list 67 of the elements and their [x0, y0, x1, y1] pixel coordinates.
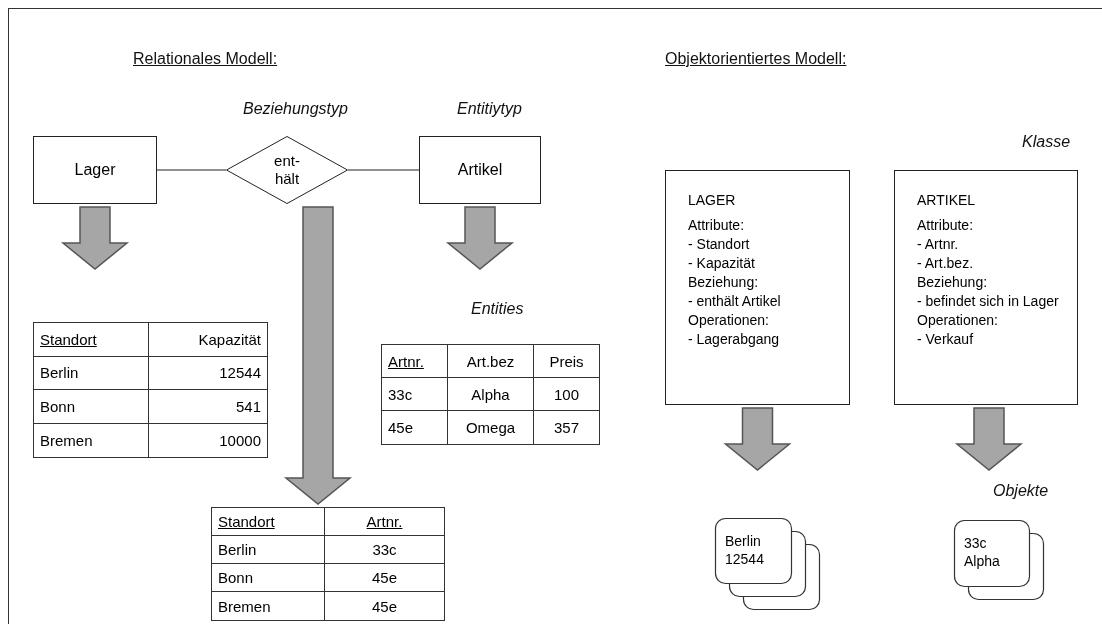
class-text: Beziehung: — [688, 273, 760, 292]
header-cell: Standort — [34, 323, 149, 357]
class-box — [894, 170, 1078, 405]
header-cell: Kapazität — [149, 323, 267, 357]
annotation-label: Entities — [471, 300, 524, 318]
header-cell: Artnr. — [382, 345, 448, 378]
block-arrow — [954, 407, 1024, 471]
table-cell: 45e — [325, 564, 444, 592]
table-cell: 33c — [382, 378, 448, 411]
connector-line — [347, 169, 420, 171]
section-heading: Objektorientiertes Modell: — [665, 50, 847, 68]
class-box — [665, 170, 850, 405]
object-value: Berlin — [725, 532, 762, 550]
data-table — [33, 322, 268, 458]
connector-line — [156, 169, 227, 171]
entity-box — [33, 136, 157, 204]
table-cell: Berlin — [34, 356, 149, 390]
class-text: - Art.bez. — [917, 254, 975, 273]
table-cell-text: 45e — [371, 596, 398, 617]
block-arrow — [283, 206, 353, 505]
class-text: Operationen: — [688, 311, 770, 330]
header-cell: Preis — [534, 345, 599, 378]
table-cell: Bonn — [34, 390, 149, 424]
class-text: - Standort — [688, 235, 751, 254]
table-cell: 12544 — [149, 356, 267, 390]
class-text: Attribute: — [688, 216, 746, 235]
table-cell: Berlin — [212, 536, 325, 564]
table-cell: Bremen — [212, 592, 325, 620]
relationship-name: ent- hält — [273, 152, 301, 188]
class-text: - enthält Artikel — [688, 292, 782, 311]
class-text: Beziehung: — [917, 273, 989, 292]
header-cell: Artnr. — [325, 508, 444, 536]
class-text: Operationen: — [917, 311, 999, 330]
table-cell: 100 — [534, 378, 599, 411]
header-cell: Standort — [212, 508, 325, 536]
table-cell: 45e — [382, 411, 448, 444]
table-cell: 541 — [149, 390, 267, 424]
class-text: - Verkauf — [917, 330, 975, 349]
table-cell-text: 357 — [553, 418, 580, 438]
table-cell: Alpha — [448, 378, 534, 411]
entity-name: Lager — [74, 161, 116, 179]
block-arrow — [723, 407, 792, 471]
header-cell: Art.bez — [448, 345, 534, 378]
table-cell: Bremen — [34, 423, 149, 457]
class-text: - Lagerabgang — [688, 330, 781, 349]
annotation-label: Entitiytyp — [457, 100, 522, 118]
table-cell: Omega — [448, 411, 534, 444]
annotation-label: Beziehungstyp — [243, 100, 348, 118]
table-cell: 33c — [325, 536, 444, 564]
object-value: 12544 — [725, 550, 764, 568]
data-table — [381, 344, 600, 445]
class-text: Attribute: — [917, 216, 975, 235]
entity-name: Artikel — [457, 161, 503, 179]
block-arrow — [60, 206, 130, 270]
data-table — [211, 507, 445, 621]
table-cell: Bonn — [212, 564, 325, 592]
entity-box — [419, 136, 541, 204]
class-name: ARTIKEL — [917, 191, 977, 210]
table-cell-text: 10000 — [218, 430, 262, 451]
class-text: - Artnr. — [917, 235, 960, 254]
annotation-label: Objekte — [993, 482, 1049, 500]
class-name: LAGER — [688, 191, 737, 210]
section-heading: Relationales Modell: — [133, 50, 278, 68]
block-arrow — [445, 206, 515, 270]
class-text: - Kapazität — [688, 254, 756, 273]
annotation-label: Klasse — [1022, 133, 1071, 151]
class-text: - befindet sich in Lager — [917, 292, 1060, 311]
